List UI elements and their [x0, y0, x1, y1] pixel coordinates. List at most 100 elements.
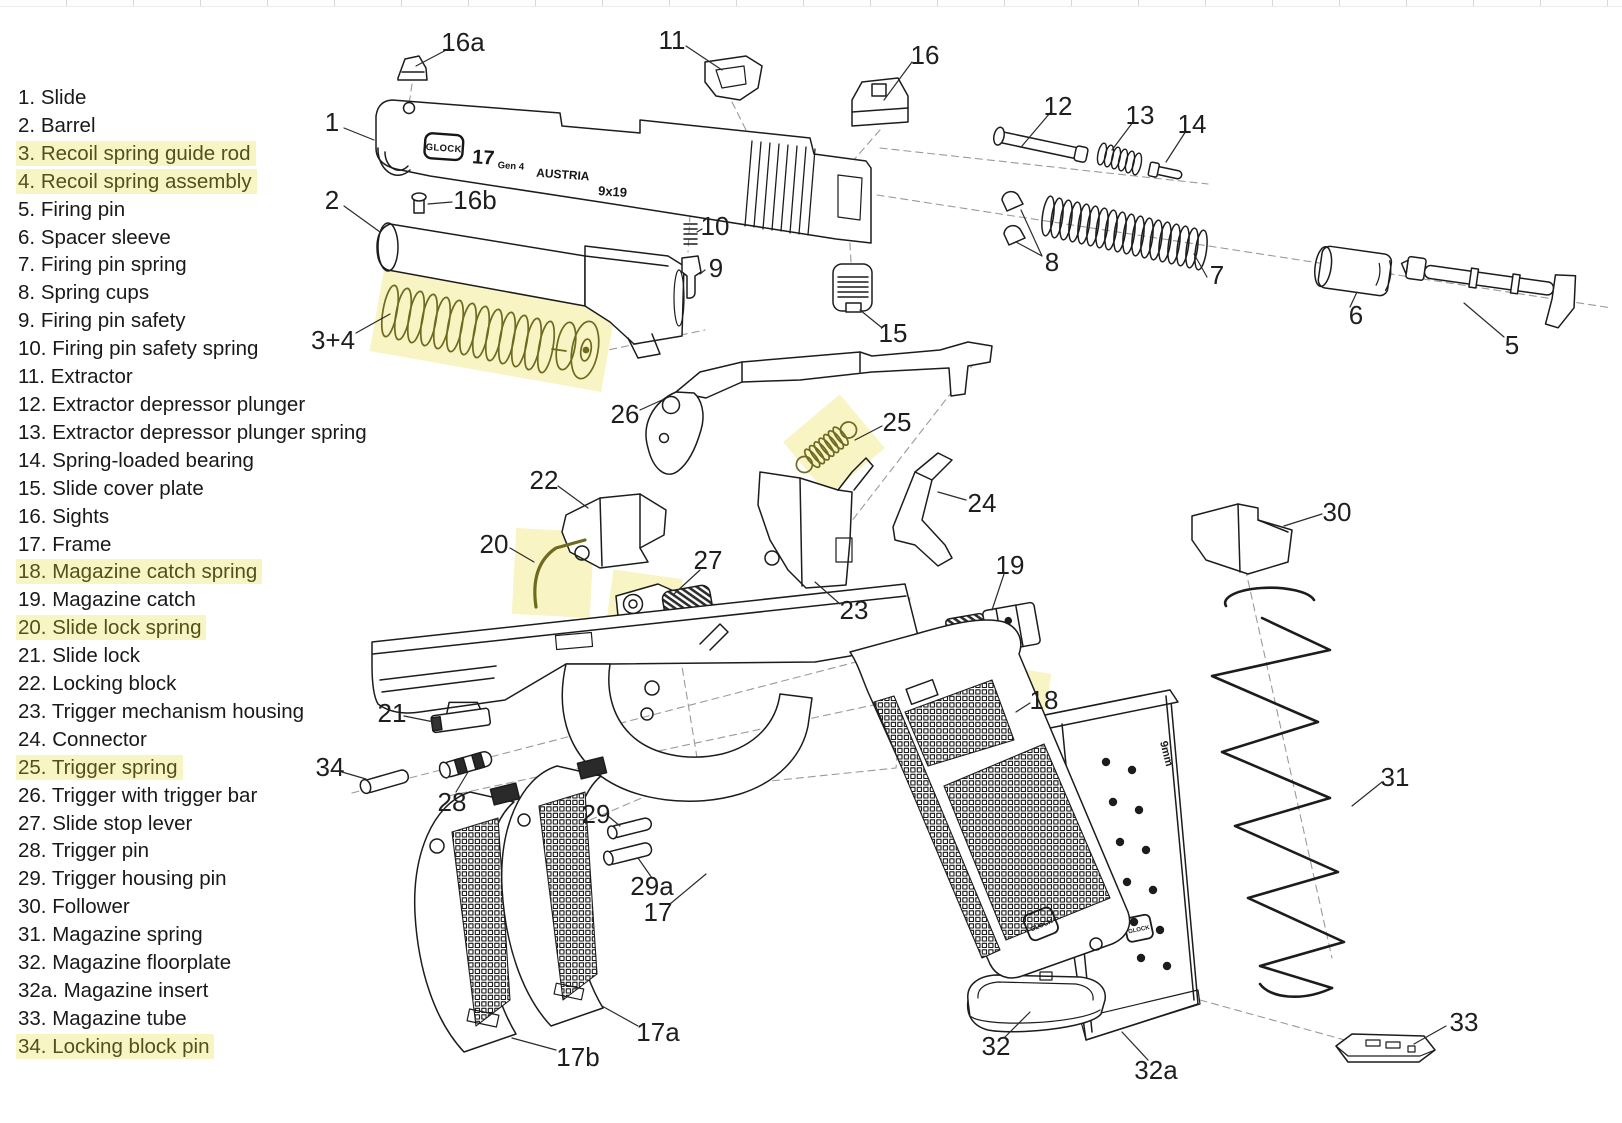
slide-model-text: 17: [471, 146, 495, 169]
callout-3-4: 3+4: [311, 325, 355, 355]
backstrap-17a-drawing: [500, 756, 608, 1027]
parts-list-item-33: 33. Magazine tube: [18, 1006, 187, 1030]
slide-drawing: GLOCK 17 Gen 4 AUSTRIA 9x19: [375, 99, 872, 244]
front-sight-drawing: [397, 55, 428, 81]
callout-31: 31: [1381, 762, 1410, 792]
callout-6: 6: [1349, 300, 1363, 330]
magazine-spring-drawing: [1210, 586, 1346, 998]
parts-list-item-12: 12. Extractor depressor plunger: [18, 392, 306, 416]
parts-list-item-15: 15. Slide cover plate: [18, 476, 204, 500]
trigger-spring-drawing: [795, 421, 858, 474]
callout-7: 7: [1210, 260, 1224, 290]
spring-loaded-bearing-drawing: [1147, 161, 1183, 180]
parts-list-item-7: 7. Firing pin spring: [18, 253, 187, 277]
callout-24: 24: [968, 488, 997, 518]
callout-8: 8: [1045, 247, 1059, 277]
parts-list-item-1: 1. Slide: [18, 86, 87, 109]
magazine-insert-drawing: [1335, 1033, 1436, 1063]
callout-21: 21: [378, 698, 407, 728]
parts-list-item-19: 19. Magazine catch: [18, 588, 196, 612]
callout-14: 14: [1178, 109, 1207, 139]
frame-drawing: GLOCK: [371, 583, 1131, 979]
parts-list-item-28: 28. Trigger pin: [18, 839, 150, 863]
callout-27: 27: [694, 545, 723, 575]
slide-cover-plate-drawing: [832, 263, 873, 313]
callout-1: 1: [325, 107, 339, 137]
parts-list-item-21: 21. Slide lock: [18, 644, 140, 668]
spacer-sleeve-drawing: [1314, 245, 1393, 297]
callout-12: 12: [1044, 91, 1073, 121]
pin-29a-drawing: [602, 842, 653, 866]
parts-list-item-32a: 32a. Magazine insert: [18, 979, 209, 1002]
callout-16a: 16a: [441, 27, 485, 57]
callout-10: 10: [701, 211, 730, 241]
callout-5: 5: [1505, 330, 1519, 360]
callout-32: 32: [982, 1031, 1011, 1061]
parts-list-item-24: 24. Connector: [18, 727, 147, 751]
parts-list-item-5: 5. Firing pin: [18, 197, 126, 221]
parts-list-item-26: 26. Trigger with trigger bar: [18, 783, 258, 807]
parts-list-item-4: 4. Recoil spring assembly: [16, 168, 372, 196]
firing-pin-safety-drawing: [681, 255, 702, 299]
callout-26: 26: [611, 399, 640, 429]
locking-block-pin-drawing: [359, 769, 410, 795]
follower-drawing: [1191, 503, 1293, 575]
sight-screw-drawing: [411, 192, 427, 214]
callout-17a: 17a: [636, 1017, 680, 1047]
parts-list-item-10: 10. Firing pin safety spring: [18, 337, 259, 361]
parts-list-item-31: 31. Magazine spring: [18, 923, 203, 947]
leader-lines: [341, 45, 1505, 1061]
parts-list-item-25: 25. Trigger spring: [16, 754, 372, 782]
callout-17b: 17b: [556, 1042, 599, 1072]
callout-29: 29: [582, 799, 611, 829]
callout-22: 22: [530, 465, 559, 495]
callout-9: 9: [709, 253, 723, 283]
parts-list-item-23: 23. Trigger mechanism housing: [18, 699, 305, 723]
callout-34: 34: [316, 752, 345, 782]
parts-list: 1. Slide 2. Barrel 3. Recoil spring guid…: [16, 84, 372, 1061]
callout-labels: 1 2 3+4 5 6 7 8 9 10 11 12 13 14 15 16 1…: [311, 25, 1519, 1085]
extractor-drawing: [704, 55, 763, 101]
callout-29a: 29a: [630, 871, 674, 901]
parts-list-item-16: 16. Sights: [18, 504, 110, 528]
slide-country-text: AUSTRIA: [536, 166, 591, 184]
slide-lock-spring-drawing: [533, 538, 587, 609]
callout-28: 28: [438, 787, 467, 817]
rear-sight-drawing: [851, 77, 909, 127]
slide-gen-text: Gen 4: [497, 160, 525, 173]
parts-list-item-22: 22. Locking block: [18, 672, 177, 696]
backstrap-17b-drawing: [413, 782, 521, 1053]
parts-list-item-27: 27. Slide stop lever: [18, 811, 193, 835]
magazine-logo-text: GLOCK: [1128, 925, 1151, 936]
parts-list-item-30: 30. Follower: [18, 895, 130, 919]
callout-19: 19: [996, 550, 1025, 580]
callout-23: 23: [840, 595, 869, 625]
parts-list-item-3: 3. Recoil spring guide rod: [16, 140, 372, 168]
connector-drawing: [892, 452, 953, 567]
parts-list-item-13: 13. Extractor depressor plunger spring: [18, 420, 367, 444]
parts-list-item-6: 6. Spacer sleeve: [18, 225, 171, 249]
firing-pin-safety-spring-drawing: [683, 223, 698, 245]
slide-caliber-text: 9x19: [598, 183, 628, 200]
callout-16b: 16b: [453, 185, 496, 215]
parts-list-item-18: 18. Magazine catch spring: [16, 558, 372, 586]
slide-lock-drawing: [430, 701, 492, 734]
firing-pin-drawing: [1400, 255, 1577, 329]
parts-list-item-17: 17. Frame: [18, 532, 112, 556]
recoil-spring-assembly-drawing: [380, 284, 600, 380]
page-top-edge: [0, 0, 1622, 7]
callout-30: 30: [1323, 497, 1352, 527]
callout-2: 2: [325, 185, 339, 215]
parts-list-item-11: 11. Extractor: [18, 365, 133, 389]
barrel-drawing: [376, 222, 685, 359]
slide-markings: GLOCK 17 Gen 4 AUSTRIA 9x19: [423, 132, 628, 200]
callout-18: 18: [1030, 685, 1059, 715]
callout-17: 17: [644, 897, 673, 927]
spring-cups-drawing: [1001, 190, 1026, 246]
firing-pin-spring-drawing: [1041, 195, 1208, 271]
parts-list-item-9: 9. Firing pin safety: [18, 309, 186, 333]
trigger-housing-pin-drawing: [606, 817, 653, 840]
parts-list-item-2: 2. Barrel: [18, 113, 96, 137]
extractor-depressor-plunger-spring-drawing: [1096, 142, 1143, 176]
